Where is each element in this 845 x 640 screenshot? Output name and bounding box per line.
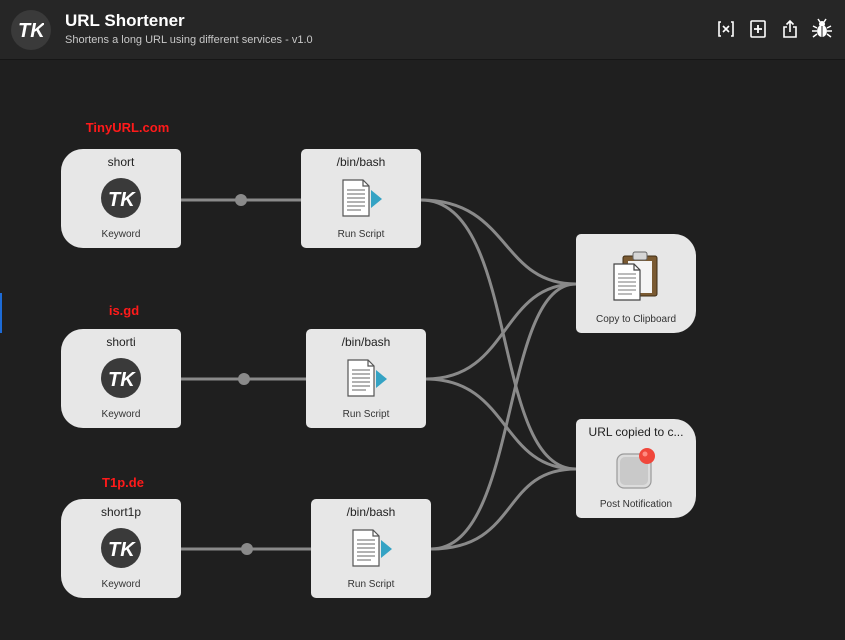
keyword-title: short xyxy=(107,155,135,169)
post-notification-node[interactable]: URL copied to c... Post Notification xyxy=(576,419,696,518)
wire-handle-3 xyxy=(241,543,253,555)
svg-text:TK: TK xyxy=(108,539,136,561)
service-label-tinyurl: TinyURL.com xyxy=(85,120,170,135)
script-document-icon xyxy=(346,528,396,573)
keyword-title: short1p xyxy=(100,505,142,519)
variables-icon xyxy=(718,21,734,37)
node-type-label: Post Notification xyxy=(599,499,673,510)
share-icon xyxy=(783,19,797,38)
variables-button[interactable] xyxy=(715,18,737,40)
script-title: /bin/bash xyxy=(346,505,396,519)
svg-text:TK: TK xyxy=(108,369,136,391)
tk-keyword-icon: TK xyxy=(101,528,141,573)
clipboard-icon xyxy=(609,250,663,307)
tk-keyword-icon: TK xyxy=(101,358,141,403)
run-script-node-2[interactable]: /bin/bash Run Script xyxy=(306,329,426,428)
script-document-icon xyxy=(341,358,391,403)
wire-script1-notification xyxy=(420,198,577,471)
script-document-icon xyxy=(336,178,386,223)
selection-edge-indicator xyxy=(0,293,2,333)
debug-button[interactable] xyxy=(811,18,833,40)
run-script-node-1[interactable]: /bin/bash Run Script xyxy=(301,149,421,248)
svg-text:TK: TK xyxy=(18,20,44,41)
node-type-label: Keyword xyxy=(101,579,141,590)
keyword-node-shorti[interactable]: shorti TK Keyword xyxy=(61,329,181,428)
wire-script1-clipboard xyxy=(420,198,577,286)
add-object-button[interactable] xyxy=(747,18,769,40)
wire-handle-1 xyxy=(235,194,247,206)
script-title: /bin/bash xyxy=(341,335,391,349)
debug-bug-icon xyxy=(812,18,832,38)
script-title: /bin/bash xyxy=(336,155,386,169)
add-object-icon xyxy=(750,20,766,38)
app-title: URL Shortener xyxy=(65,11,185,30)
output-title: URL copied to c... xyxy=(588,425,684,439)
svg-text:TK: TK xyxy=(108,189,136,211)
header-bar: TK URL Shortener Shortens a long URL usi… xyxy=(0,0,845,60)
share-button[interactable] xyxy=(779,18,801,40)
wire-script2-notification xyxy=(425,377,577,471)
app-logo: TK xyxy=(11,10,51,50)
service-label-isgd: is.gd xyxy=(108,303,140,318)
keyword-title: shorti xyxy=(106,335,136,349)
node-type-label: Keyword xyxy=(101,229,141,240)
keyword-node-short[interactable]: short TK Keyword xyxy=(61,149,181,248)
copy-to-clipboard-node[interactable]: Copy to Clipboard xyxy=(576,234,696,333)
tk-logo-icon: TK xyxy=(18,20,44,41)
service-label-t1p: T1p.de xyxy=(102,475,144,490)
wire-script3-notification xyxy=(430,467,577,551)
wire-script3-clipboard xyxy=(430,282,577,551)
node-type-label: Run Script xyxy=(347,579,395,590)
node-type-label: Run Script xyxy=(342,409,390,420)
app-subtitle: Shortens a long URL using different serv… xyxy=(65,34,313,46)
workflow-canvas[interactable]: TinyURL.com is.gd T1p.de short TK Keywor… xyxy=(0,60,845,640)
tk-keyword-icon: TK xyxy=(101,178,141,223)
node-type-label: Keyword xyxy=(101,409,141,420)
wire-script2-clipboard xyxy=(425,282,577,381)
wire-handle-2 xyxy=(238,373,250,385)
node-type-label: Run Script xyxy=(337,229,385,240)
keyword-node-short1p[interactable]: short1p TK Keyword xyxy=(61,499,181,598)
run-script-node-3[interactable]: /bin/bash Run Script xyxy=(311,499,431,598)
notification-icon xyxy=(613,446,659,497)
node-type-label: Copy to Clipboard xyxy=(595,314,677,325)
connection-wires xyxy=(181,194,577,555)
